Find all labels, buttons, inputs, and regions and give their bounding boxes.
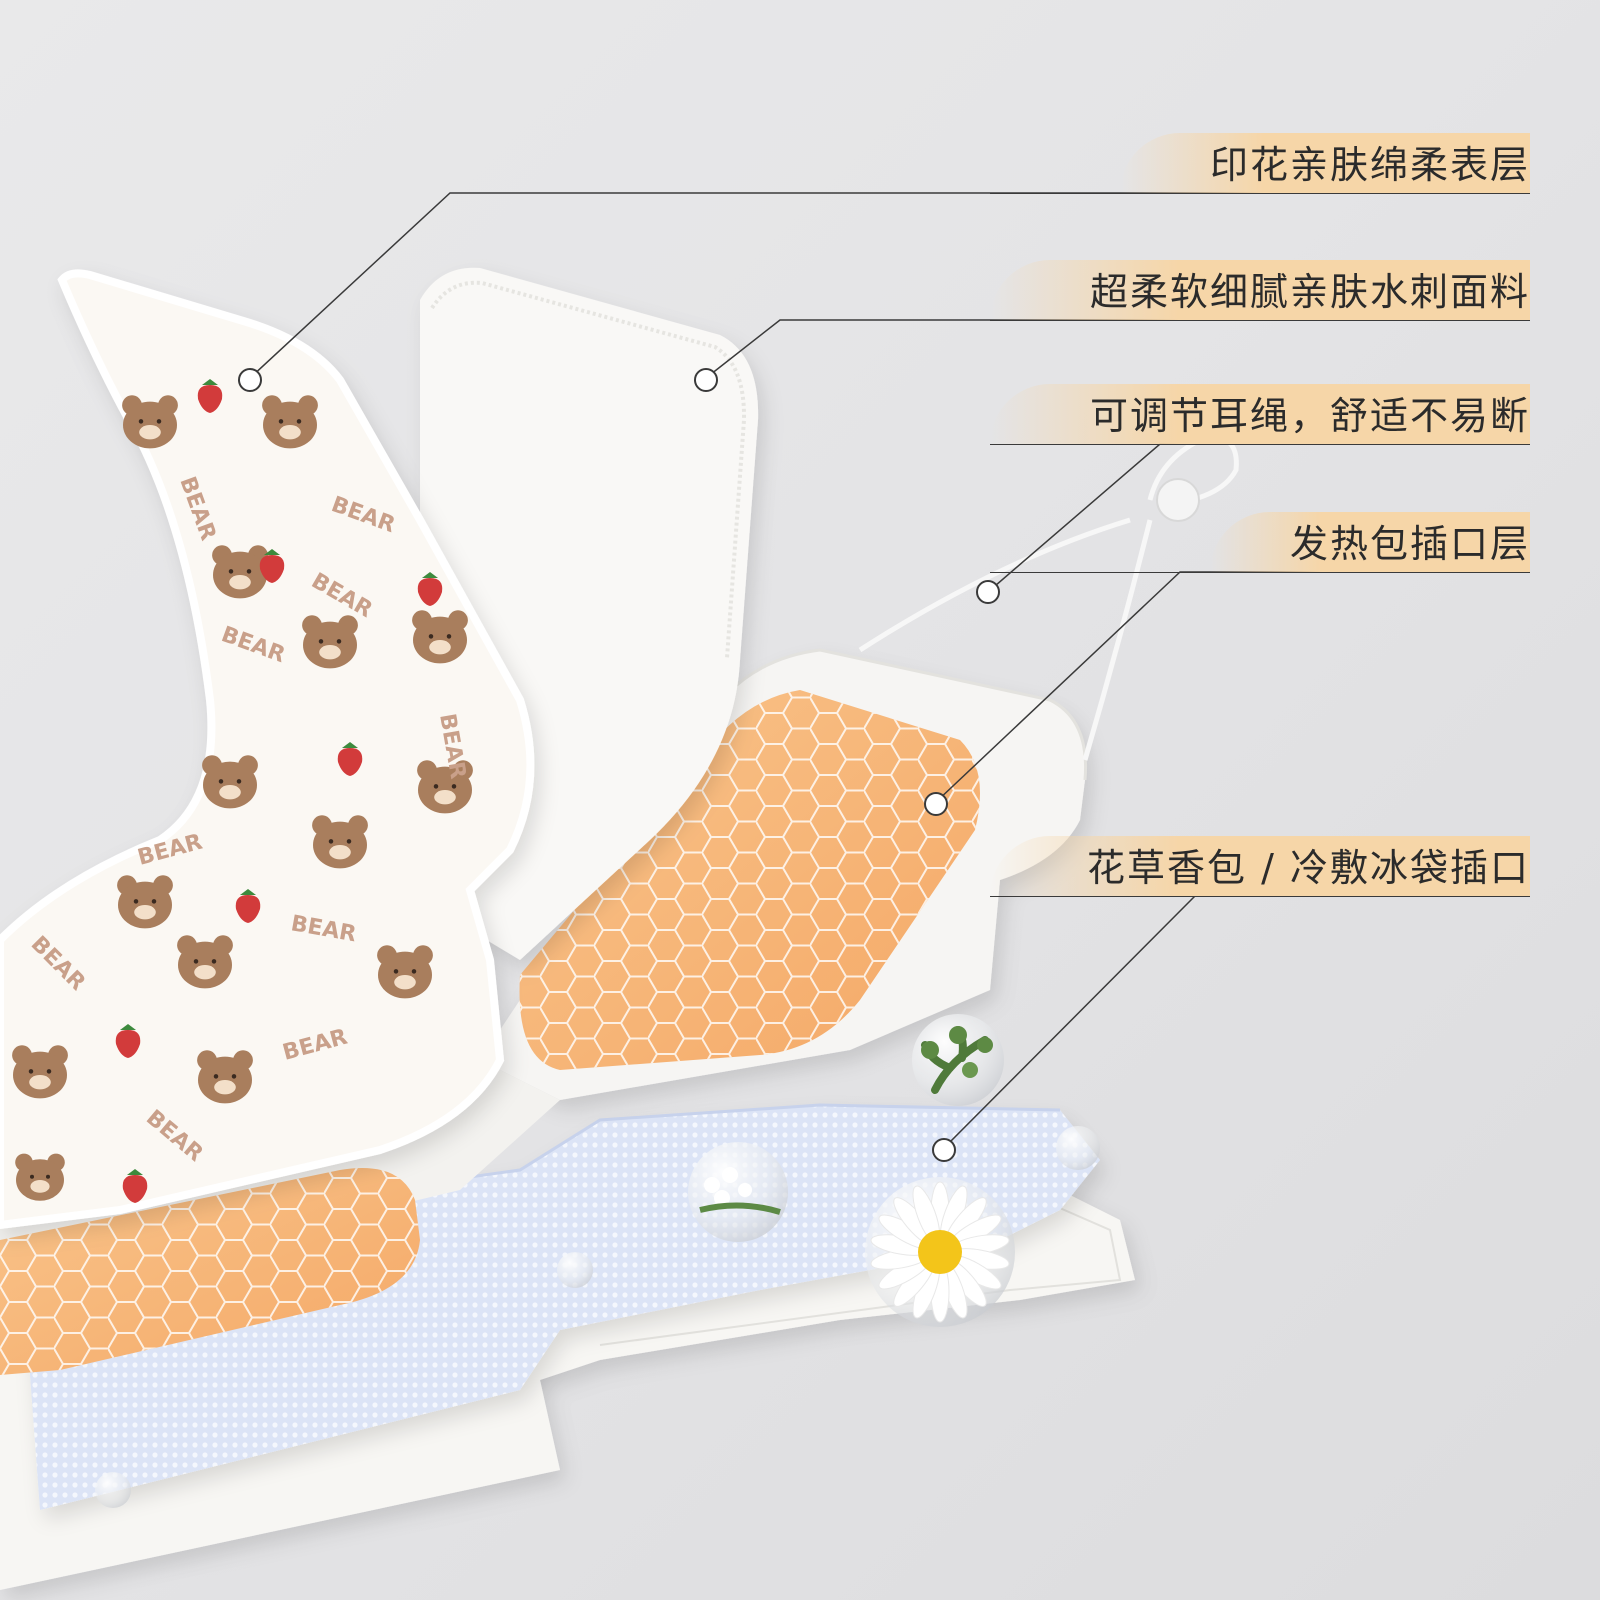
bear-icon [117,875,173,929]
strawberry-icon [197,379,223,413]
anchor-dot-herb-slot [932,1138,956,1162]
anchor-dot-ear-loop [976,580,1000,604]
anchor-dot-heat-pack-layer [924,792,948,816]
callout-label: 发热包插口层 [1289,522,1530,566]
callout-label: 超柔软细腻亲肤水刺面料 [1089,270,1530,314]
callout-rule [990,193,1530,194]
anchor-dots [238,368,1000,1162]
bear-icon [212,545,268,599]
bear-icon [417,760,473,814]
callout-rule [990,572,1530,573]
strawberry-icon [115,1024,141,1058]
bear-icon [377,945,433,999]
callout-highlight [990,836,1530,896]
callout-label: 花草香包 / 冷敷冰袋插口 [1087,846,1530,890]
callout-highlight [1120,133,1530,193]
botanical-decorations [95,1014,1100,1508]
callout-ear-loop: 可调节耳绳，舒适不易断 [990,384,1530,464]
callout-printed-top-layer: 印花亲肤绵柔表层 [990,133,1530,213]
bear-icon [197,1050,253,1104]
callout-highlight [1210,512,1530,572]
callout-heat-pack-layer: 发热包插口层 [990,512,1530,592]
bear-icon [312,815,368,869]
strawberry-icon [337,742,363,776]
strawberry-icon [122,1169,148,1203]
callout-highlight [990,384,1530,444]
cord-lock-toggle [1156,478,1200,522]
callout-rule [990,896,1530,897]
bear-icon [177,935,233,989]
callout-rule [990,444,1530,445]
daisy-icon [865,1177,1015,1327]
bear-icon [15,1153,65,1201]
callout-spunlace-fabric: 超柔软细腻亲肤水刺面料 [990,260,1530,340]
heat-pack-left [0,1168,420,1375]
water-droplet-icon [95,1126,1100,1508]
anchor-dot-printed-layer [238,368,262,392]
callout-label: 印花亲肤绵柔表层 [1209,143,1530,187]
strawberry-icon [417,572,443,606]
bear-icon [262,395,318,449]
bear-icon [302,615,358,669]
flower-sprig-icon [688,1142,788,1242]
herb-leaf-icon [912,1014,1004,1106]
callout-label: 可调节耳绳，舒适不易断 [1089,394,1530,438]
heat-pack-right [519,690,980,1070]
bear-icon [202,755,258,809]
strawberry-icon [235,889,261,923]
callout-rule [990,320,1530,321]
bear-icon [12,1045,68,1099]
callout-highlight [990,260,1530,320]
bear-icon [412,610,468,664]
anchor-dot-spunlace-layer [694,368,718,392]
strawberry-icon [259,549,285,583]
bear-icon [122,395,178,449]
callout-herb-ice-slot: 花草香包 / 冷敷冰袋插口 [990,836,1530,916]
